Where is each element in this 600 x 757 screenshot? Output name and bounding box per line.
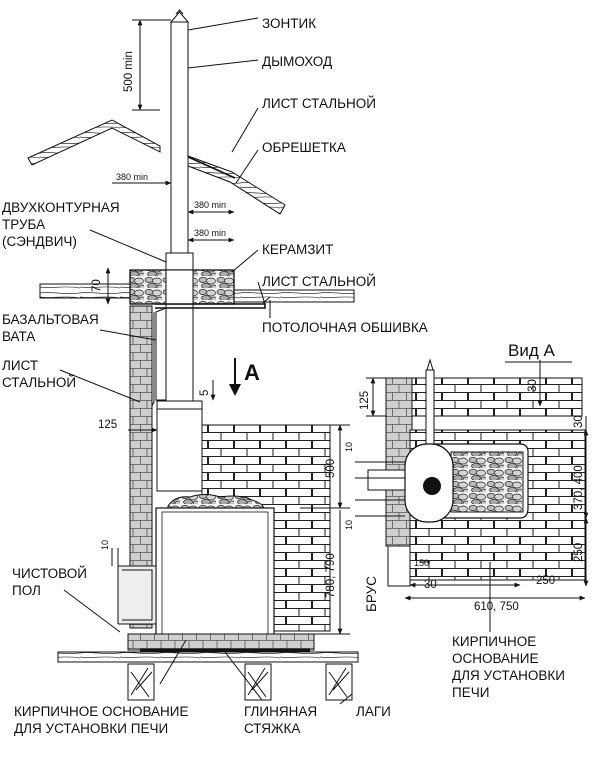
dim-380min-mid: 380 min [194, 228, 226, 238]
label-ceiling-lining: ПОТОЛОЧНАЯ ОБШИВКА [262, 320, 428, 335]
dim-250-bottom: 250 [536, 575, 555, 587]
dim-5: 5 [199, 390, 211, 396]
label-clay-2: СТЯЖКА [244, 721, 300, 736]
view-a-title: Вид А [508, 341, 555, 360]
dim-125-left: 125 [98, 419, 117, 431]
label-sandwich-2: ТРУБА [2, 217, 45, 232]
section-drawing [27, 9, 359, 701]
label-finish-floor-2: ПОЛ [12, 583, 41, 598]
label-basalt-1: БАЗАЛЬТОВАЯ [2, 312, 99, 327]
label-brick-base-left-2: ДЛЯ УСТАНОВКИ ПЕЧИ [14, 721, 168, 736]
label-beam: БРУС [364, 576, 379, 612]
dim-500: 500 [325, 459, 337, 478]
dim-780-790: 780, 790 [325, 553, 337, 598]
label-brick-base-left-1: КИРПИЧНОЕ ОСНОВАНИЕ [14, 704, 189, 719]
label-joists: ЛАГИ [356, 704, 391, 719]
label-sandwich-3: (СЭНДВИЧ) [2, 234, 77, 249]
label-steel-sheet-roof: ЛИСТ СТАЛЬНОЙ [262, 96, 376, 111]
label-battens: ОБРЕШЕТКА [262, 140, 346, 155]
dim-10-left: 10 [100, 540, 110, 550]
dim-30-top: 30 [527, 379, 539, 392]
dim-30-bottom: 30 [424, 579, 437, 591]
view-arrow-letter: A [244, 360, 260, 385]
label-umbrella: ЗОНТИК [262, 16, 316, 31]
label-sandwich-1: ДВУХКОНТУРНАЯ [2, 200, 120, 215]
dim-610-750: 610, 750 [474, 601, 519, 613]
labels: ЗОНТИК ДЫМОХОД ЛИСТ СТАЛЬНОЙ ОБРЕШЕТКА Д… [2, 16, 572, 736]
label-brick-base-right-2: ОСНОВАНИЕ [452, 651, 539, 666]
dim-500min: 500 min [123, 51, 135, 92]
dim-370-400: 370, 400 [573, 465, 585, 510]
label-finish-floor-1: ЧИСТОВОЙ [12, 566, 87, 581]
dim-250-right: 250 [573, 543, 585, 562]
dim-380min-right: 380 min [194, 200, 226, 210]
label-basalt-2: ВАТА [2, 329, 35, 344]
dim-10-a: 10 [344, 442, 354, 452]
label-brick-base-right-1: КИРПИЧНОЕ [452, 634, 536, 649]
dim-125-view: 125 [359, 391, 371, 410]
label-clay-1: ГЛИНЯНАЯ [244, 704, 317, 719]
view-a-drawing [367, 358, 586, 587]
label-expanded-clay: КЕРАМЗИТ [262, 242, 333, 257]
label-sheet-1: ЛИСТ [2, 358, 38, 373]
label-sheet-2: СТАЛЬНОЙ [2, 375, 76, 390]
dim-70: 70 [91, 279, 103, 292]
label-brick-base-right-4: ПЕЧИ [452, 685, 489, 700]
leader-lines [59, 17, 491, 705]
dim-10-b: 10 [344, 520, 354, 530]
label-steel-sheet-ceiling: ЛИСТ СТАЛЬНОЙ [262, 274, 376, 289]
dim-150: 150 [414, 558, 429, 568]
dimension-labels: 500 min 380 min 380 min 380 min 70 5 125… [91, 51, 585, 613]
label-chimney: ДЫМОХОД [262, 54, 332, 69]
dim-30-right: 30 [573, 415, 585, 428]
dim-380min-left: 380 min [116, 172, 148, 182]
label-brick-base-right-3: ДЛЯ УСТАНОВКИ [452, 668, 565, 683]
dimension-lines [105, 19, 589, 635]
